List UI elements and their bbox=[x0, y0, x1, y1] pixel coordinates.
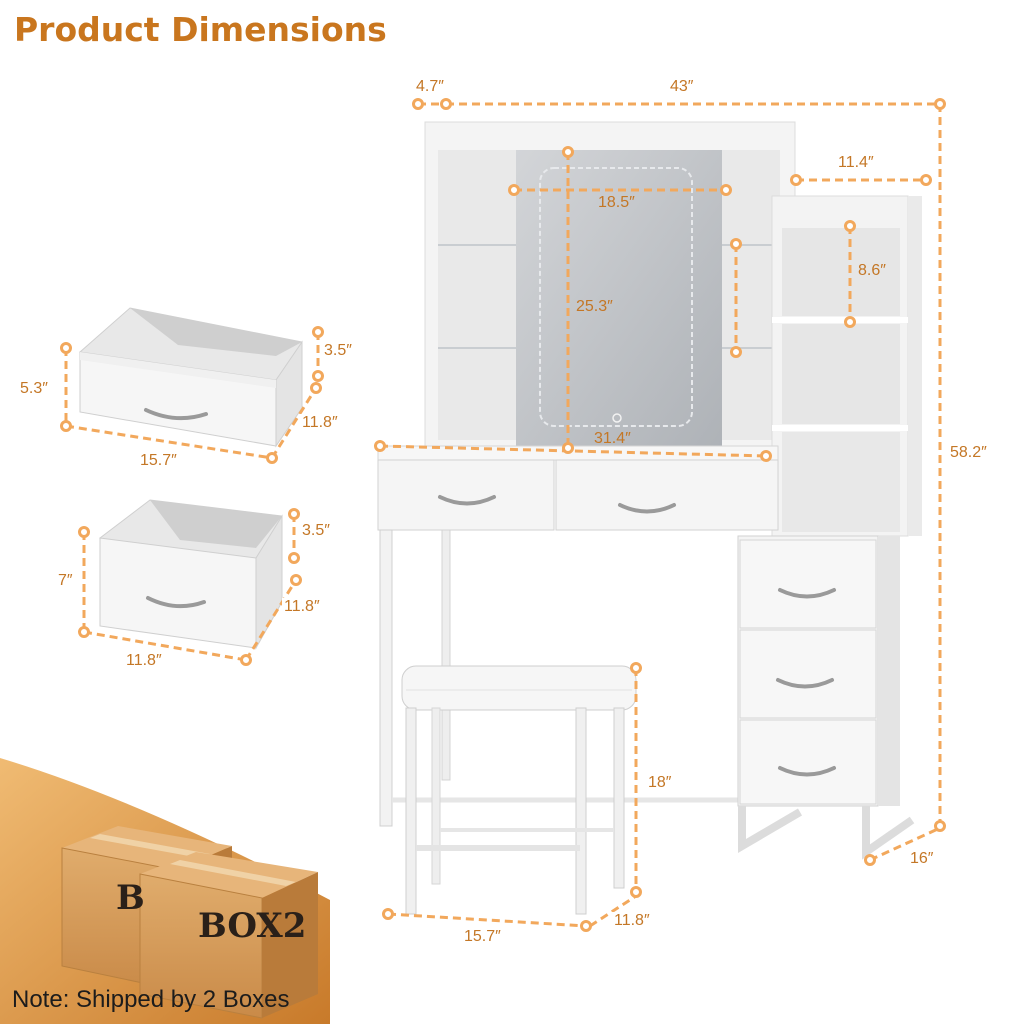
label-cabinet-depth: 16″ bbox=[908, 850, 936, 868]
stool bbox=[401, 665, 637, 915]
label-side-shelf-width: 11.4″ bbox=[836, 154, 876, 172]
drawer-handle-icon bbox=[778, 766, 836, 777]
label-large-drawer-depth: 11.8″ bbox=[300, 414, 340, 432]
label-overall-width: 43″ bbox=[668, 78, 696, 96]
label-large-drawer-width: 15.7″ bbox=[138, 452, 179, 470]
label-mirror-height: 25.3″ bbox=[576, 298, 613, 315]
cabinet-foot bbox=[738, 806, 803, 853]
drawer-handle-icon bbox=[618, 503, 676, 514]
vanity-illustration bbox=[377, 121, 922, 915]
mirror bbox=[516, 150, 722, 450]
label-hutch-side-depth: 4.7″ bbox=[414, 78, 446, 96]
dimension-lines bbox=[64, 102, 942, 928]
touch-sensor-icon bbox=[612, 413, 622, 423]
cabinet-drawer-3 bbox=[739, 719, 877, 805]
dimension-endpoints bbox=[60, 98, 946, 932]
label-shelf-height: 8.6″ bbox=[858, 262, 886, 279]
shipping-box-2 bbox=[139, 852, 318, 1019]
label-overall-height: 58.2″ bbox=[948, 444, 989, 462]
drawer-handle-icon bbox=[144, 408, 208, 421]
table-leg bbox=[379, 529, 393, 827]
shipping-note: Note: Shipped by 2 Boxes bbox=[12, 986, 290, 1013]
cabinet-drawer-1 bbox=[739, 539, 877, 629]
box1-label: B bbox=[116, 878, 145, 918]
label-small-drawer-depth: 11.8″ bbox=[282, 598, 322, 616]
label-large-drawer-inner-height: 3.5″ bbox=[322, 342, 354, 360]
top-drawer-right bbox=[555, 459, 779, 531]
drawer-handle-icon bbox=[438, 495, 496, 506]
label-tabletop-width: 31.4″ bbox=[594, 430, 631, 447]
cabinet-foot bbox=[862, 806, 915, 860]
label-small-drawer-height: 7″ bbox=[56, 572, 75, 590]
label-stool-width: 15.7″ bbox=[462, 928, 503, 946]
label-mirror-width: 18.5″ bbox=[598, 194, 635, 211]
drawer-handle-icon bbox=[776, 678, 834, 689]
label-small-drawer-width: 11.8″ bbox=[124, 652, 164, 670]
top-drawer-left bbox=[377, 459, 555, 531]
label-small-drawer-inner-height: 3.5″ bbox=[300, 522, 332, 540]
cabinet-drawer-2 bbox=[739, 629, 877, 719]
page-title: Product Dimensions bbox=[14, 10, 387, 49]
small-drawer-illustration bbox=[99, 499, 283, 650]
mirror-led-frame bbox=[539, 167, 693, 427]
drawer-handle-icon bbox=[778, 588, 836, 599]
drawer-handle-icon bbox=[146, 596, 206, 609]
label-large-drawer-height: 5.3″ bbox=[18, 380, 50, 398]
box2-label: BOX2 bbox=[198, 906, 307, 946]
label-stool-depth: 11.8″ bbox=[612, 912, 652, 930]
table-leg bbox=[441, 529, 451, 781]
label-stool-height: 18″ bbox=[646, 774, 674, 792]
large-drawer-illustration bbox=[79, 307, 303, 448]
